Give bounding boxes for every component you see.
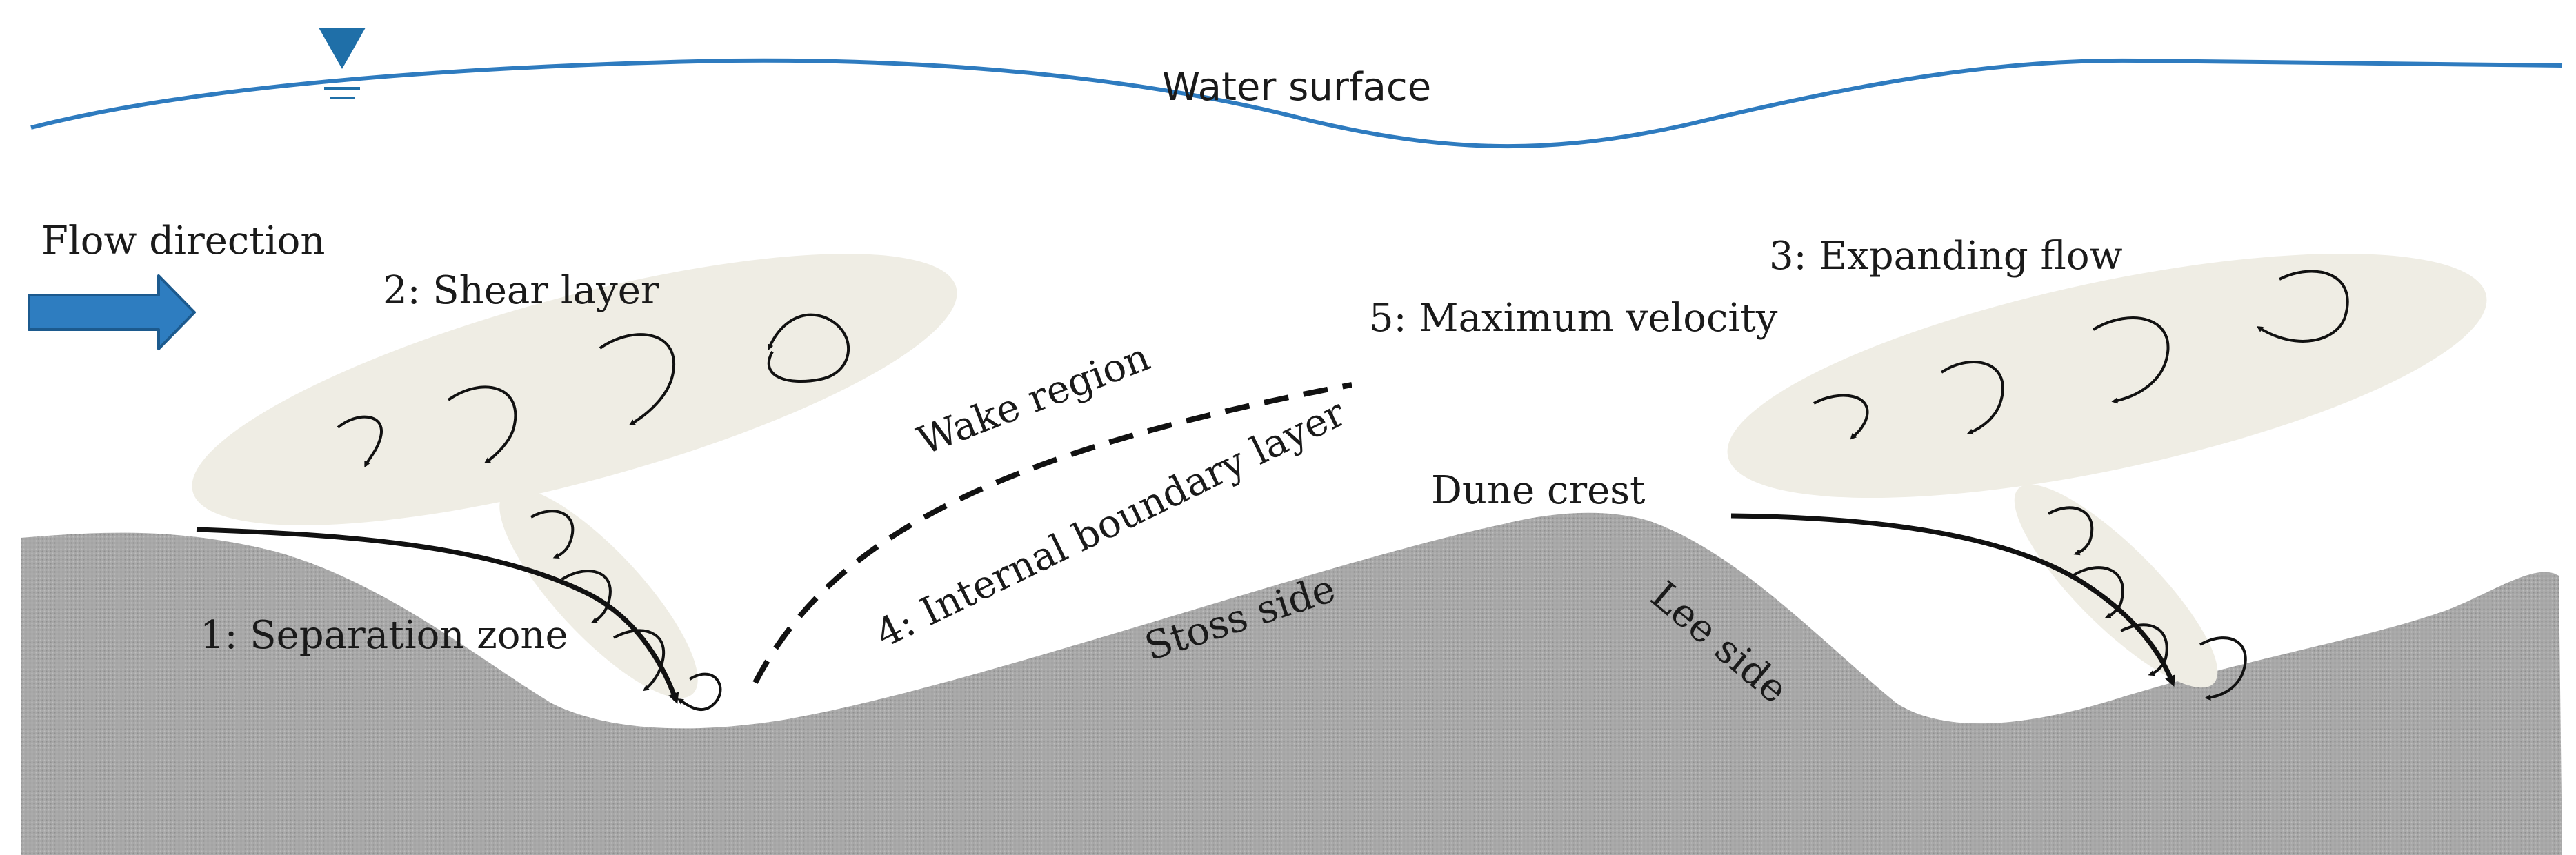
shear-layer-label: 2: Shear layer	[383, 268, 659, 313]
vortex-icon	[530, 510, 575, 559]
vortex-icon	[2071, 566, 2124, 619]
water-level-marker-icon	[319, 28, 366, 99]
wake-region-label: Wake region	[912, 334, 1156, 464]
vortex-icon	[767, 313, 850, 383]
internal-boundary-layer-curve	[752, 382, 1352, 684]
vortex-icon	[2048, 506, 2094, 556]
vortex-icon	[2256, 270, 2349, 343]
vortex-icon	[337, 415, 383, 468]
separation-streamline-left	[196, 527, 679, 705]
recirculation-zone-right	[2014, 484, 2218, 688]
expanding-flow-zone	[1727, 253, 2487, 499]
shear-layer-zone	[192, 254, 957, 525]
dune-bed	[21, 512, 2562, 855]
vortex-icon	[1940, 361, 2004, 435]
vortex-icon	[1813, 394, 1869, 440]
flow-direction-label: Flow direction	[41, 219, 325, 263]
water-surface-label: Water surface	[1162, 65, 1431, 110]
dune-crest-label: Dune crest	[1431, 468, 1646, 513]
vortex-icon	[2092, 316, 2170, 404]
vortex-icon	[2199, 636, 2247, 701]
expanding-flow-label: 3: Expanding flow	[1769, 234, 2123, 279]
maximum-velocity-label: 5: Maximum velocity	[1369, 296, 1778, 341]
vortex-icon	[677, 672, 722, 712]
separation-vortices-right	[2048, 506, 2247, 701]
flow-direction-arrow-icon	[28, 274, 196, 350]
water-surface-line	[30, 58, 2563, 149]
vortex-icon	[447, 385, 517, 463]
separation-zone-label: 1: Separation zone	[200, 613, 568, 658]
vortex-icon	[2120, 623, 2168, 676]
separation-streamline-right	[1730, 513, 2175, 687]
expanding-flow-vortices	[1813, 270, 2349, 440]
vortex-icon	[561, 570, 612, 623]
vortex-icon	[599, 333, 675, 425]
shear-layer-vortices	[337, 313, 850, 468]
